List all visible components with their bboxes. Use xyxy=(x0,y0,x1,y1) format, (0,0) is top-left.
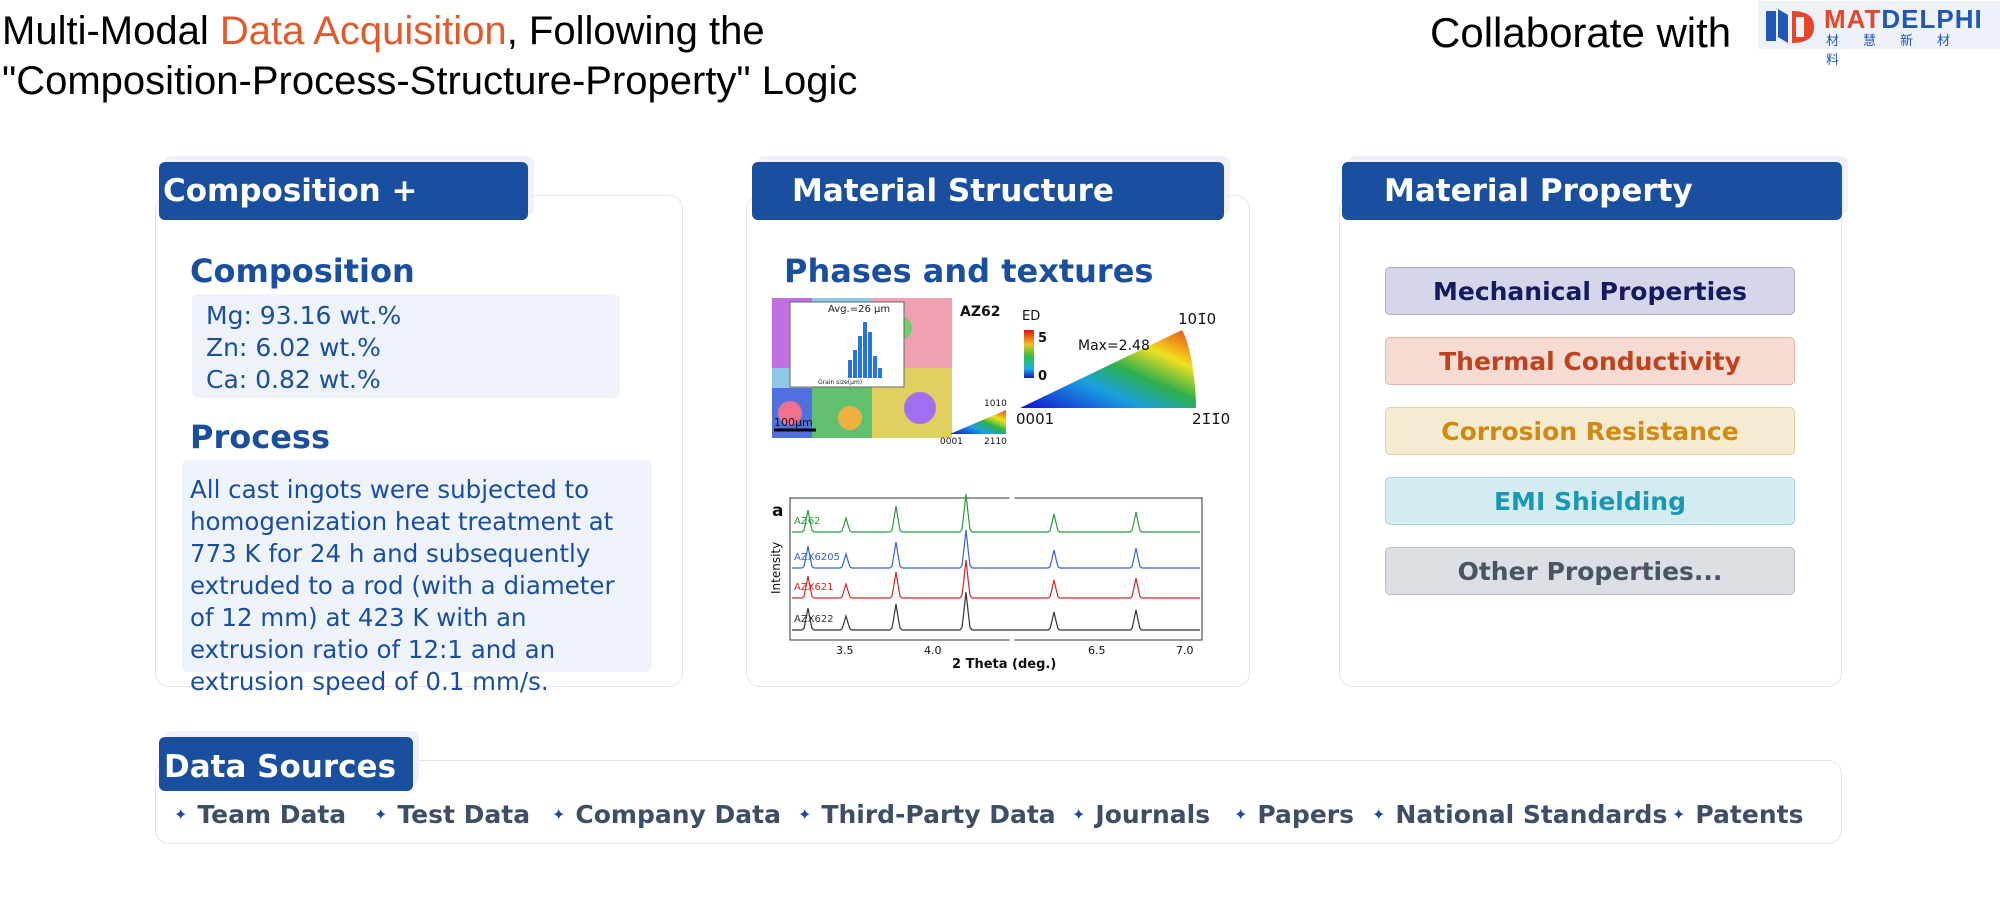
composition-box: Mg: 93.16 wt.% Zn: 6.02 wt.% Ca: 0.82 wt.% xyxy=(192,294,620,398)
sources-tab: Data Sources xyxy=(159,737,413,791)
svg-text:0001: 0001 xyxy=(1016,410,1054,428)
svg-text:21̄1̄0: 21̄1̄0 xyxy=(1192,410,1230,428)
property-item[interactable]: Corrosion Resistance xyxy=(1385,407,1795,455)
logo-mark-icon xyxy=(1766,9,1814,43)
svg-text:0001: 0001 xyxy=(940,437,963,444)
source-label: Papers xyxy=(1257,800,1354,829)
star-bullet-icon: ✦ xyxy=(1372,805,1386,824)
property-tab: Material Property Database xyxy=(1342,162,1842,267)
structure-tab: Material Structure Features xyxy=(752,162,1224,267)
source-item: ✦ Papers xyxy=(1234,800,1354,829)
composition-line: Mg: 93.16 wt.% xyxy=(206,301,402,330)
xrd-tick-label: 4.0 xyxy=(924,644,942,657)
xrd-series-line xyxy=(792,493,1200,533)
svg-text:101̄0: 101̄0 xyxy=(1178,310,1216,328)
sources-card xyxy=(155,760,1842,844)
property-item[interactable]: Other Properties... xyxy=(1385,547,1795,595)
star-bullet-icon: ✦ xyxy=(552,805,566,824)
star-bullet-icon: ✦ xyxy=(1672,805,1686,824)
composition-tab: Composition + xyxy=(159,162,528,220)
xrd-series-label: AZ62 xyxy=(794,516,820,527)
svg-text:5: 5 xyxy=(1038,331,1047,346)
title-line-1: Multi-Modal Data Acquisition, Following … xyxy=(2,9,765,53)
svg-text:2110: 2110 xyxy=(984,437,1007,444)
matdelphi-logo: MATDELPHI 材慧新材料 xyxy=(1758,1,2000,68)
source-item: ✦ Company Data xyxy=(552,800,781,829)
composition-lines: Mg: 93.16 wt.% Zn: 6.02 wt.% Ca: 0.82 wt.% xyxy=(206,300,401,396)
composition-line: Ca: 0.82 wt.% xyxy=(206,365,381,394)
legend-colorbar xyxy=(1024,330,1034,378)
xrd-panel-letter: a xyxy=(772,501,783,521)
source-item: ✦ National Standards xyxy=(1372,800,1667,829)
source-label: Third-Party Data xyxy=(821,800,1056,829)
process-text: All cast ingots were subjected to homoge… xyxy=(190,475,615,696)
xrd-tick-label: 7.0 xyxy=(1176,644,1194,657)
collab-label: Collaborate with xyxy=(1430,9,1732,56)
logo-wordmark: MATDELPHI xyxy=(1824,4,1983,34)
star-bullet-icon: ✦ xyxy=(798,805,812,824)
hist-xlabel: Grain size(μm) xyxy=(818,379,862,386)
svg-text:1010: 1010 xyxy=(984,399,1007,409)
source-item: ✦ Patents xyxy=(1672,800,1803,829)
title-accent: Data Acquisition xyxy=(219,9,507,53)
legend-title: ED xyxy=(1022,309,1040,324)
xrd-series-label: AZX6205 xyxy=(794,552,840,563)
structure-card xyxy=(746,195,1250,687)
property-item[interactable]: Thermal Conductivity xyxy=(1385,337,1795,385)
xrd-plot-frame xyxy=(789,497,1203,641)
process-heading: Process xyxy=(190,418,330,456)
scale-bar-label: 100μm xyxy=(774,416,813,429)
source-item: ✦ Test Data xyxy=(374,800,530,829)
xrd-series-label: AZX622 xyxy=(794,614,834,625)
phases-heading: Phases and textures xyxy=(784,252,1154,290)
hist-title: Avg.=26 μm xyxy=(828,304,890,315)
source-label: Test Data xyxy=(397,800,531,829)
property-item[interactable]: Mechanical Properties xyxy=(1385,267,1795,315)
sample-label: AZ62 xyxy=(960,304,1000,320)
xrd-series-line xyxy=(792,591,1200,631)
xrd-series-line xyxy=(792,559,1200,599)
title-line-2: "Composition-Process-Structure-Property"… xyxy=(2,59,858,103)
xrd-ylabel: Intensity xyxy=(769,542,783,594)
grain-histogram xyxy=(789,301,905,388)
xrd-series-label: AZX621 xyxy=(794,582,834,593)
star-bullet-icon: ✦ xyxy=(1072,805,1086,824)
star-bullet-icon: ✦ xyxy=(374,805,388,824)
inverse-pole-figure xyxy=(1020,330,1196,408)
ipf-key xyxy=(950,410,1006,434)
star-bullet-icon: ✦ xyxy=(174,805,188,824)
xrd-xlabel: 2 Theta (deg.) xyxy=(952,657,1056,672)
property-item[interactable]: EMI Shielding xyxy=(1385,477,1795,525)
svg-text:0: 0 xyxy=(1038,369,1047,384)
source-label: Company Data xyxy=(575,800,781,829)
composition-heading: Composition xyxy=(190,252,415,290)
source-label: National Standards xyxy=(1395,800,1668,829)
page-title: Multi-Modal Data Acquisition, Following … xyxy=(2,6,857,106)
hist-bars xyxy=(848,322,882,378)
ipf-max-label: Max=2.48 xyxy=(1078,338,1150,354)
source-label: Team Data xyxy=(197,800,347,829)
xrd-series-line xyxy=(792,529,1200,569)
logo-subtitle: 材慧新材料 xyxy=(1826,34,1975,68)
source-item: ✦ Team Data xyxy=(174,800,346,829)
xrd-tick-label: 3.5 xyxy=(836,644,854,657)
source-item: ✦ Third-Party Data xyxy=(798,800,1056,829)
ebsd-figure: Avg.=26 μm Grain size(μm) AZ62 100μm 000… xyxy=(772,298,1230,444)
xrd-tick-label: 6.5 xyxy=(1088,644,1106,657)
composition-line: Zn: 6.02 wt.% xyxy=(206,333,381,362)
source-label: Journals xyxy=(1095,800,1211,829)
source-label: Patents xyxy=(1695,800,1804,829)
source-item: ✦ Journals xyxy=(1072,800,1210,829)
xrd-ticks: 3.5 4.0 6.5 7.0 xyxy=(836,644,1194,657)
star-bullet-icon: ✦ xyxy=(1234,805,1248,824)
process-box xyxy=(182,460,652,672)
